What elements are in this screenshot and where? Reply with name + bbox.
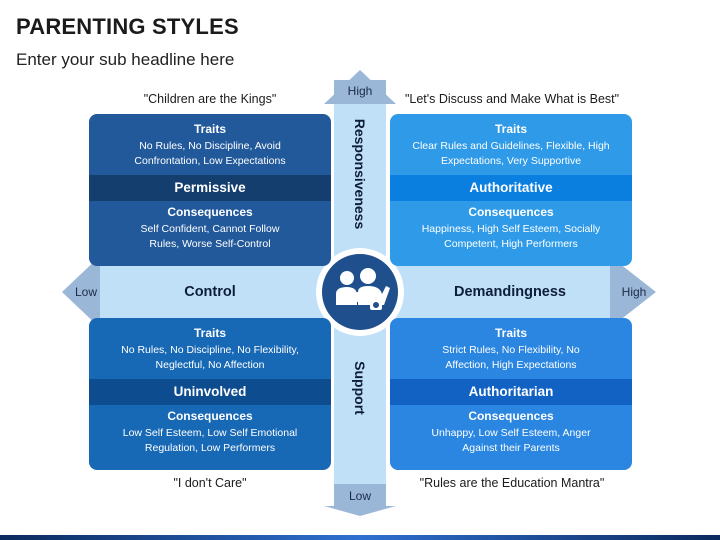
horizontal-low-label: Low bbox=[74, 285, 97, 299]
consequences-line: Self Confident, Cannot Follow bbox=[140, 223, 280, 235]
consequences-section: Consequences Self Confident, Cannot Foll… bbox=[89, 205, 331, 252]
consequences-line: Regulation, Low Performers bbox=[144, 442, 276, 454]
traits-line: Expectations, Very Supportive bbox=[440, 155, 582, 167]
consequences-text: Self Confident, Cannot Follow Rules, Wor… bbox=[89, 222, 331, 252]
traits-line: Clear Rules and Guidelines, Flexible, Hi… bbox=[412, 140, 610, 152]
vertical-low-label: Low bbox=[348, 489, 371, 503]
quote-uninvolved: "I don't Care" bbox=[173, 476, 247, 490]
traits-section: Traits No Rules, No Discipline, No Flexi… bbox=[89, 326, 331, 373]
demandingness-label: Demandingness bbox=[454, 284, 566, 300]
quote-permissive: "Children are the Kings" bbox=[143, 92, 277, 106]
consequences-heading: Consequences bbox=[468, 409, 554, 423]
traits-text: No Rules, No Discipline, Avoid Confronta… bbox=[89, 139, 331, 169]
control-label: Control bbox=[184, 284, 236, 300]
traits-heading: Traits bbox=[494, 326, 527, 340]
page-subtitle: Enter your sub headline here bbox=[16, 50, 235, 69]
style-name-authoritative: Authoritative bbox=[390, 175, 632, 201]
consequences-line: Competent, High Performers bbox=[444, 238, 578, 250]
support-label: Support bbox=[352, 361, 368, 415]
vertical-high-label: High bbox=[347, 84, 373, 98]
traits-section: Traits Strict Rules, No Flexibility, No … bbox=[390, 326, 632, 373]
left-arrow-head bbox=[62, 256, 100, 328]
consequences-text: Unhappy, Low Self Esteem, Anger Against … bbox=[390, 426, 632, 456]
quote-authoritarian: "Rules are the Education Mantra" bbox=[419, 476, 605, 490]
consequences-line: Happiness, High Self Esteem, Socially bbox=[421, 223, 601, 235]
quadrant-permissive: Traits No Rules, No Discipline, Avoid Co… bbox=[89, 114, 331, 266]
traits-heading: Traits bbox=[494, 122, 527, 136]
quote-authoritative: "Let's Discuss and Make What is Best" bbox=[404, 92, 620, 106]
footer-bar bbox=[0, 535, 720, 540]
consequences-section: Consequences Low Self Esteem, Low Self E… bbox=[89, 409, 331, 456]
bottom-arrow-box bbox=[334, 484, 386, 506]
consequences-line: Unhappy, Low Self Esteem, Anger bbox=[431, 427, 591, 439]
traits-text: No Rules, No Discipline, No Flexibility,… bbox=[89, 343, 331, 373]
traits-text: Strict Rules, No Flexibility, No Affecti… bbox=[390, 343, 632, 373]
traits-section: Traits Clear Rules and Guidelines, Flexi… bbox=[390, 122, 632, 169]
traits-section: Traits No Rules, No Discipline, Avoid Co… bbox=[89, 122, 331, 169]
quadrant-uninvolved: Traits No Rules, No Discipline, No Flexi… bbox=[89, 318, 331, 470]
traits-line: Strict Rules, No Flexibility, No bbox=[442, 344, 580, 356]
right-arrow-head bbox=[610, 256, 656, 328]
traits-heading: Traits bbox=[193, 122, 226, 136]
consequences-section: Consequences Unhappy, Low Self Esteem, A… bbox=[390, 409, 632, 456]
traits-heading: Traits bbox=[193, 326, 226, 340]
traits-line: No Rules, No Discipline, Avoid bbox=[139, 140, 281, 152]
style-name-uninvolved: Uninvolved bbox=[89, 379, 331, 405]
traits-line: Affection, High Expectations bbox=[445, 359, 577, 371]
consequences-text: Low Self Esteem, Low Self Emotional Regu… bbox=[89, 426, 331, 456]
top-arrow-box bbox=[334, 80, 386, 104]
consequences-heading: Consequences bbox=[167, 205, 253, 219]
consequences-heading: Consequences bbox=[468, 205, 554, 219]
left-arrow-neck bbox=[100, 266, 112, 318]
consequences-line: Rules, Worse Self-Control bbox=[149, 238, 271, 250]
consequences-text: Happiness, High Self Esteem, Socially Co… bbox=[390, 222, 632, 252]
responsiveness-label: Responsiveness bbox=[352, 118, 368, 230]
quadrant-authoritarian: Traits Strict Rules, No Flexibility, No … bbox=[390, 318, 632, 470]
traits-line: Confrontation, Low Expectations bbox=[134, 155, 286, 167]
traits-text: Clear Rules and Guidelines, Flexible, Hi… bbox=[390, 139, 632, 169]
page-title: PARENTING STYLES bbox=[16, 14, 239, 39]
style-name-authoritarian: Authoritarian bbox=[390, 379, 632, 405]
traits-line: Neglectful, No Affection bbox=[155, 359, 265, 371]
horizontal-high-label: High bbox=[621, 285, 647, 299]
bottom-arrow-head bbox=[324, 506, 396, 516]
style-name-permissive: Permissive bbox=[89, 175, 331, 201]
consequences-section: Consequences Happiness, High Self Esteem… bbox=[390, 205, 632, 252]
consequences-line: Against their Parents bbox=[462, 442, 560, 454]
quadrant-authoritative: Traits Clear Rules and Guidelines, Flexi… bbox=[390, 114, 632, 266]
consequences-line: Low Self Esteem, Low Self Emotional bbox=[122, 427, 298, 439]
traits-line: No Rules, No Discipline, No Flexibility, bbox=[121, 344, 299, 356]
consequences-heading: Consequences bbox=[167, 409, 253, 423]
family-icon bbox=[336, 268, 390, 310]
